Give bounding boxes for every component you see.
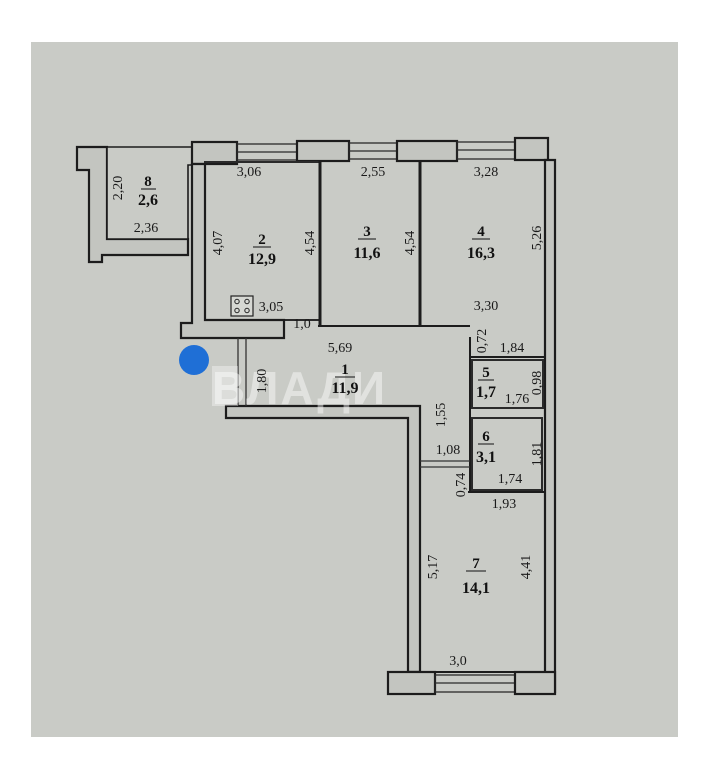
room-1-area: 11,9 — [331, 380, 358, 397]
room-2-number: 2 — [258, 232, 266, 248]
dim-r4-right: 5,26 — [530, 226, 545, 251]
dim-r3-left: 4,54 — [403, 231, 418, 256]
room-5-area: 1,7 — [476, 384, 496, 401]
room-4-number: 4 — [477, 224, 485, 240]
dim-r7-left: 5,17 — [426, 555, 441, 580]
dim-r5-width: 1,76 — [505, 392, 530, 407]
room-4-area: 16,3 — [467, 245, 495, 262]
watermark-logo — [212, 366, 238, 406]
room-7-number: 7 — [472, 556, 480, 572]
wall-block — [190, 140, 239, 166]
dim-r5-top: 0,72 — [475, 329, 490, 354]
dim-r2-bottom: 3,05 — [259, 300, 284, 315]
dim-r7-right: 4,41 — [519, 555, 534, 580]
dim-r7-bottom: 3,0 — [449, 654, 467, 669]
dim-corridor-bottom: 0,74 — [454, 473, 469, 498]
dim-r2-top: 3,06 — [237, 165, 262, 180]
room-6-number: 6 — [482, 429, 490, 445]
room-6-area: 3,1 — [476, 449, 496, 466]
dim-r5-width-top: 1,84 — [500, 341, 525, 356]
room-3-area: 11,6 — [353, 245, 380, 262]
room-3-number: 3 — [363, 224, 371, 240]
dim-r2-right: 4,54 — [303, 231, 318, 256]
dim-r8-height: 2,20 — [111, 176, 126, 201]
room-7-area: 14,1 — [462, 580, 490, 597]
dim-r4-bottom: 3,30 — [474, 299, 499, 314]
dim-corridor: 1,55 — [434, 403, 449, 428]
room-5-number: 5 — [482, 365, 490, 381]
dim-r7-top: 1,93 — [492, 497, 517, 512]
location-marker[interactable] — [179, 345, 209, 375]
dim-r6-height: 1,81 — [530, 442, 545, 467]
dim-hall-length: 5,69 — [328, 341, 353, 356]
room-6 — [471, 417, 543, 491]
room-5 — [471, 359, 544, 409]
hall-south-wall — [224, 404, 422, 674]
dim-r5-height: 0,98 — [530, 371, 545, 396]
right-exterior-wall — [543, 158, 557, 694]
dim-corridor-width: 1,08 — [436, 443, 461, 458]
room-8-area: 2,6 — [138, 192, 158, 209]
room-2-area: 12,9 — [248, 251, 276, 268]
stove-icon — [230, 295, 254, 317]
dim-r3-top: 2,55 — [361, 165, 386, 180]
dim-hall-width: 1,80 — [255, 369, 270, 394]
dim-r8-width: 2,36 — [134, 221, 159, 236]
wall-block — [386, 670, 437, 696]
room-2-walls — [179, 162, 286, 340]
watermark: ВЛАДИ — [212, 362, 387, 414]
dim-r4-top: 3,28 — [474, 165, 499, 180]
dim-r2-left: 4,07 — [211, 231, 226, 256]
room-1-number: 1 — [341, 362, 349, 378]
room-8-number: 8 — [144, 174, 152, 190]
dim-r6-width: 1,74 — [498, 472, 523, 487]
dim-r2-door: 1,0 — [293, 317, 311, 332]
